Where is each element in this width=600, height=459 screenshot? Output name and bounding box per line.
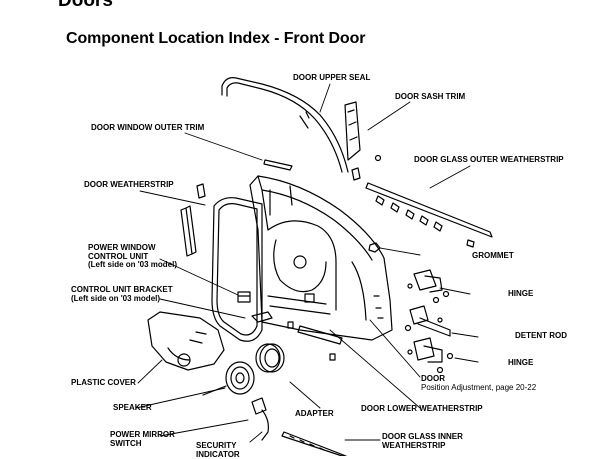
speaker-part [202, 361, 255, 396]
label-hinge-upper: HINGE [508, 289, 534, 298]
label-security-indicator: SECURITY INDICATOR [196, 441, 240, 459]
leader-lines [135, 83, 479, 443]
door-position-adjustment-ref: Position Adjustment, page 20-22 [421, 382, 537, 392]
plastic-cover-part [147, 311, 225, 371]
label-door-window-outer-trim: DOOR WINDOW OUTER TRIM [91, 123, 205, 132]
label-hinge-lower: HINGE [508, 358, 534, 367]
door-lower-weatherstrip-part [297, 325, 343, 345]
label-power-mirror-switch: POWER MIRROR SWITCH [110, 430, 175, 448]
upper-hinge-part [407, 269, 450, 304]
door-glass-outer-weatherstrip-part [365, 182, 493, 248]
door-weatherstrip-part [180, 183, 263, 342]
door-window-outer-trim-part [263, 159, 293, 171]
label-grommet: GROMMET [472, 251, 514, 260]
control-unit-bracket-part [251, 311, 273, 323]
label-door-glass-outer-weatherstrip: DOOR GLASS OUTER WEATHERSTRIP [414, 155, 564, 164]
door-sash-trim-part [344, 101, 382, 181]
label-door-upper-seal: DOOR UPPER SEAL [293, 73, 371, 82]
label-plastic-cover: PLASTIC COVER [71, 378, 136, 387]
label-door: DOOR Position Adjustment, page 20-22 [421, 374, 537, 392]
door-glass-inner-weatherstrip-part [281, 431, 347, 456]
label-detent-rod: DETENT ROD [515, 331, 567, 340]
label-door-weatherstrip: DOOR WEATHERSTRIP [84, 180, 174, 189]
section-title: Doors [58, 0, 113, 11]
label-door-glass-inner-weatherstrip: DOOR GLASS INNER WEATHERSTRIP [382, 432, 463, 450]
power-mirror-switch-part [251, 397, 269, 441]
lower-hinge-part [407, 337, 454, 374]
clip-part [287, 321, 336, 361]
page-title: Component Location Index - Front Door [66, 30, 366, 47]
detent-rod-part [404, 305, 451, 337]
grommet-part [368, 242, 381, 253]
label-door-sash-trim: DOOR SASH TRIM [395, 92, 466, 101]
adapter-part [255, 343, 285, 373]
label-door-lower-weatherstrip: DOOR LOWER WEATHERSTRIP [361, 404, 483, 413]
front-door-body [249, 175, 393, 341]
power-window-control-unit-part [237, 291, 251, 303]
control-box-part [304, 293, 315, 303]
label-adapter: ADAPTER [295, 409, 334, 418]
label-control-unit-bracket: CONTROL UNIT BRACKET (Left side on '03 m… [71, 285, 173, 303]
door-upper-seal-part [221, 77, 349, 173]
label-speaker: SPEAKER [113, 403, 152, 412]
label-power-window-control-unit: POWER WINDOW CONTROL UNIT (Left side on … [88, 243, 178, 269]
